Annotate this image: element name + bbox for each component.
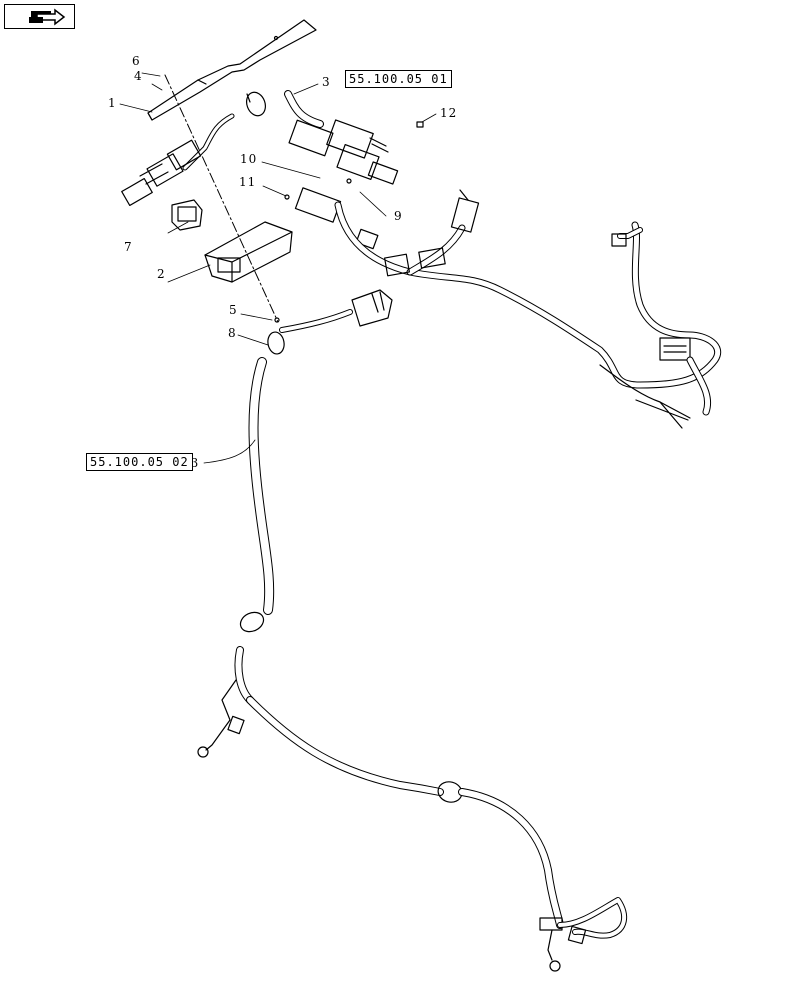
rocker-switch [171, 199, 203, 231]
callout-2: 2 [157, 267, 166, 281]
reference-link-top[interactable]: 55.100.05 01 [345, 70, 452, 88]
callout-1: 1 [108, 96, 117, 110]
left-connector-cluster [121, 139, 202, 207]
clamp-ring-lower [239, 611, 265, 633]
mounting-bracket [147, 19, 317, 121]
control-module [204, 221, 293, 283]
callout-7: 7 [124, 240, 133, 254]
assembly-axis-line [164, 74, 279, 323]
clamp-ring-8 [267, 331, 285, 355]
callout-4: 4 [134, 69, 143, 83]
callout-10: 10 [240, 152, 258, 166]
callout-11: 11 [239, 175, 257, 189]
callout-12: 12 [440, 106, 458, 120]
clamp-ring-top [245, 91, 267, 117]
callout-8: 8 [228, 326, 237, 340]
callout-6: 6 [132, 54, 141, 68]
next-page-button[interactable] [4, 4, 75, 29]
center-connector-cluster [288, 119, 399, 250]
callout-5: 5 [229, 303, 238, 317]
lower-harness [197, 289, 628, 972]
leader-lines [119, 72, 437, 464]
reference-link-left[interactable]: 55.100.05 02 [86, 453, 193, 471]
callout-3: 3 [322, 75, 331, 89]
callout-9: 9 [394, 209, 403, 223]
next-page-arrow-icon [29, 8, 66, 26]
main-harness [334, 189, 721, 429]
